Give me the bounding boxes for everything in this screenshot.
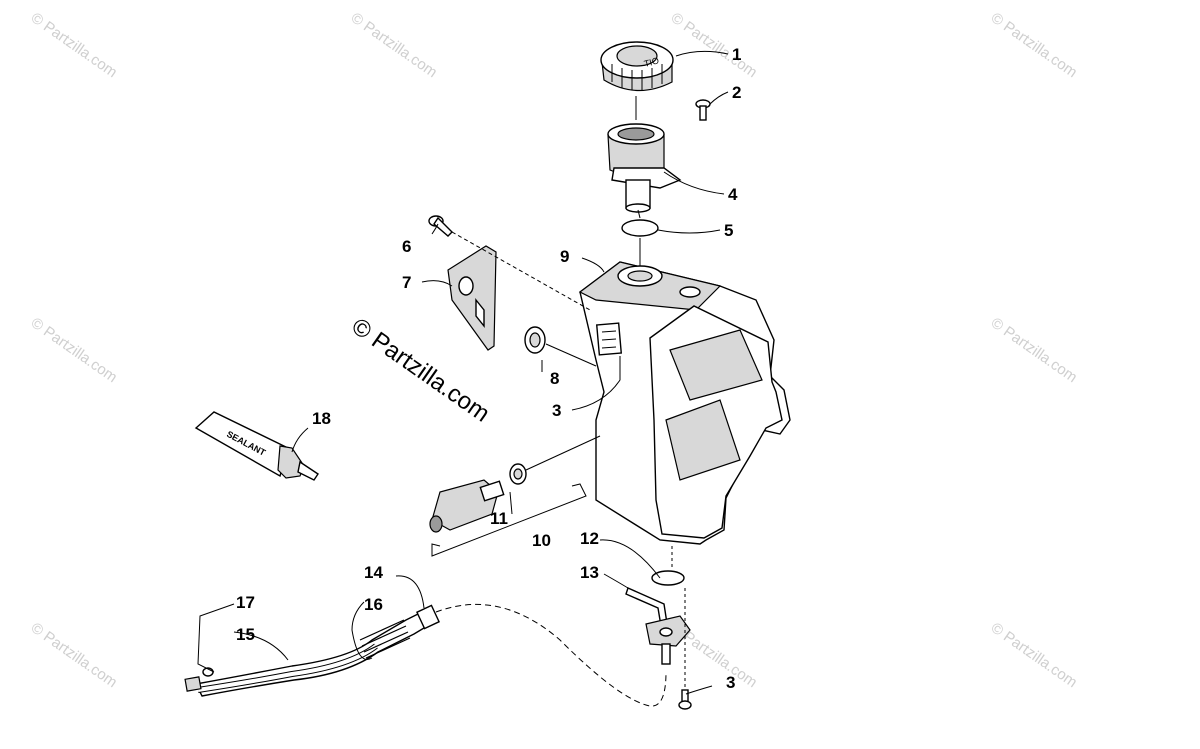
fuel-tank-part-9[interactable] [578, 261, 791, 545]
callout-3-top: 3 [552, 401, 561, 420]
watermark-bottom-right: © Partzilla.com [988, 619, 1081, 691]
callout-5: 5 [724, 221, 733, 240]
callout-8: 8 [550, 369, 559, 388]
filler-neck-part[interactable] [607, 123, 682, 213]
fuel-cap-part[interactable]: TIO [600, 41, 674, 92]
watermark-bottom-left: © Partzilla.com [28, 619, 121, 691]
callout-17: 17 [236, 593, 255, 612]
callout-18: 18 [312, 409, 331, 428]
bracket-part-7[interactable] [447, 245, 497, 351]
callout-16: 16 [364, 595, 383, 614]
grommet-part-11[interactable] [509, 463, 527, 485]
watermarks: © Partzilla.com © Partzilla.com © Partzi… [28, 9, 1081, 691]
watermark-top-left: © Partzilla.com [28, 9, 121, 81]
callout-13: 13 [580, 563, 599, 582]
bolt-part-6[interactable] [428, 215, 453, 237]
screw-part-3-bottom[interactable] [678, 689, 692, 710]
callout-11: 11 [490, 509, 508, 528]
fuel-pickup-part-13[interactable] [625, 587, 691, 665]
watermark-mid-left: © Partzilla.com [28, 314, 121, 386]
callout-4: 4 [728, 185, 738, 204]
watermark-top-right: © Partzilla.com [988, 9, 1081, 81]
callout-6: 6 [402, 237, 411, 256]
callout-12: 12 [580, 529, 599, 548]
screw-part-2[interactable] [695, 99, 711, 121]
cap-label: TIO [643, 55, 660, 69]
sealant-tube-part-18[interactable]: SEALANT [194, 411, 319, 481]
o-ring-part-5[interactable] [621, 219, 659, 237]
copyright-text: © Partzilla.com [347, 313, 495, 428]
watermark-mid-right: © Partzilla.com [988, 314, 1081, 386]
callout-14: 14 [364, 563, 383, 582]
callout-7: 7 [402, 273, 411, 292]
grommet-part-8[interactable] [524, 326, 546, 354]
callout-2: 2 [732, 83, 741, 102]
watermark-top-right-center: © Partzilla.com [668, 9, 761, 81]
callout-15: 15 [236, 625, 255, 644]
fuel-line-assembly[interactable] [184, 604, 440, 697]
callouts: 1 2 4 5 6 7 9 8 3 18 11 10 12 13 14 16 1… [236, 45, 741, 692]
callout-10: 10 [532, 531, 551, 550]
watermark-top-center: © Partzilla.com [348, 9, 441, 81]
callout-9: 9 [560, 247, 569, 266]
callout-3-bottom: 3 [726, 673, 735, 692]
callout-1: 1 [732, 45, 741, 64]
leader-lines [197, 50, 729, 707]
sender-assembly-part-10[interactable] [429, 479, 505, 533]
o-ring-part-12[interactable] [651, 570, 685, 586]
